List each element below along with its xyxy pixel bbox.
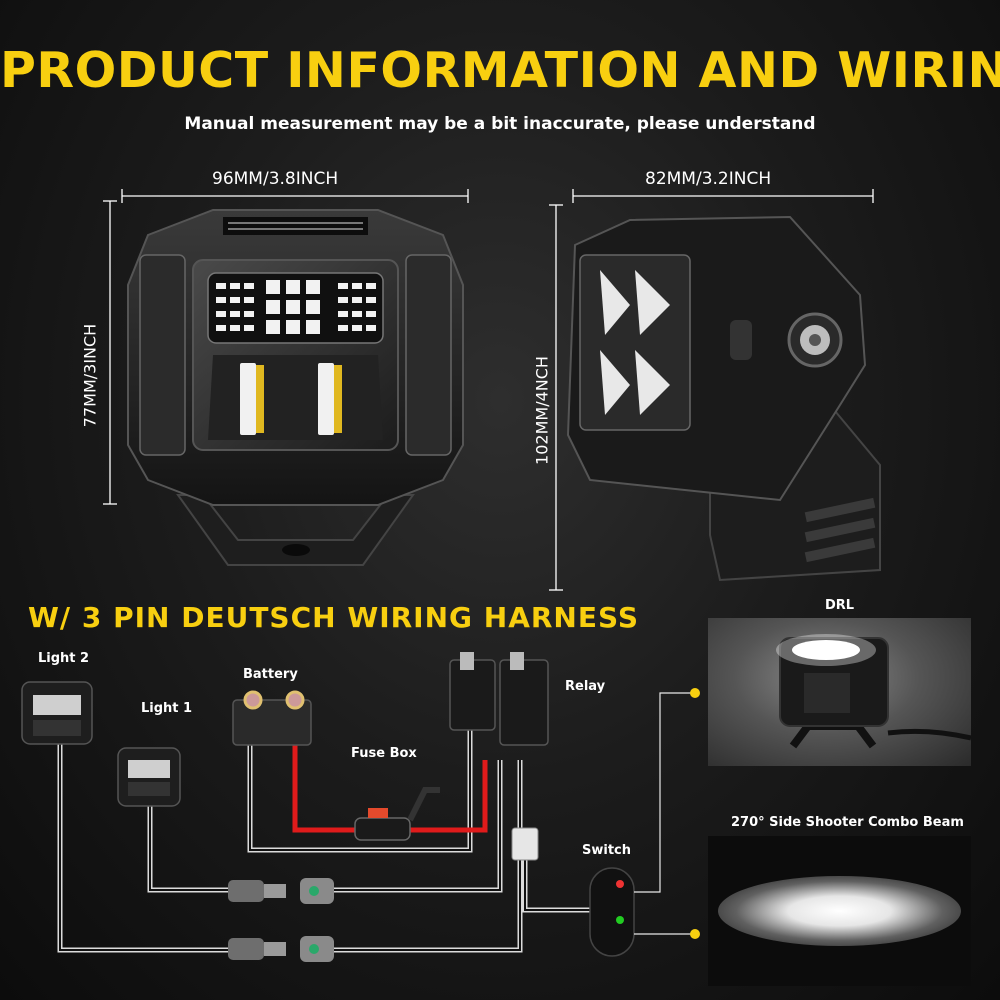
light-front-view (127, 209, 464, 566)
label-fuse-box: Fuse Box (351, 746, 417, 761)
combo-title: 270° Side Shooter Combo Beam (731, 815, 964, 830)
label-light-2: Light 2 (38, 651, 90, 666)
label-battery: Battery (243, 667, 298, 682)
drl-light-icon (776, 634, 971, 749)
light-side-view (566, 215, 881, 582)
label-light-1: Light 1 (141, 701, 193, 716)
label-switch: Switch (582, 843, 632, 858)
wiring-diagram (21, 652, 700, 962)
label-relay: Relay (565, 679, 606, 694)
side-width-label: 82MM/3.2INCH (645, 169, 772, 189)
side-height-label: 102MM/4NCH (532, 356, 552, 465)
front-width-label: 96MM/3.8INCH (212, 169, 339, 189)
page-title: PRODUCT INFORMATION AND WIRING (0, 42, 1000, 99)
drl-title: DRL (825, 598, 855, 613)
combo-beam-photo (708, 836, 971, 986)
beam-glow (718, 876, 961, 946)
front-height-label: 77MM/3INCH (80, 323, 100, 428)
drl-photo (708, 618, 971, 766)
page-subtitle: Manual measurement may be a bit inaccura… (184, 114, 816, 134)
dimension-lines (0, 0, 1000, 620)
wiring-heading: W/ 3 PIN DEUTSCH WIRING HARNESS (28, 601, 640, 634)
